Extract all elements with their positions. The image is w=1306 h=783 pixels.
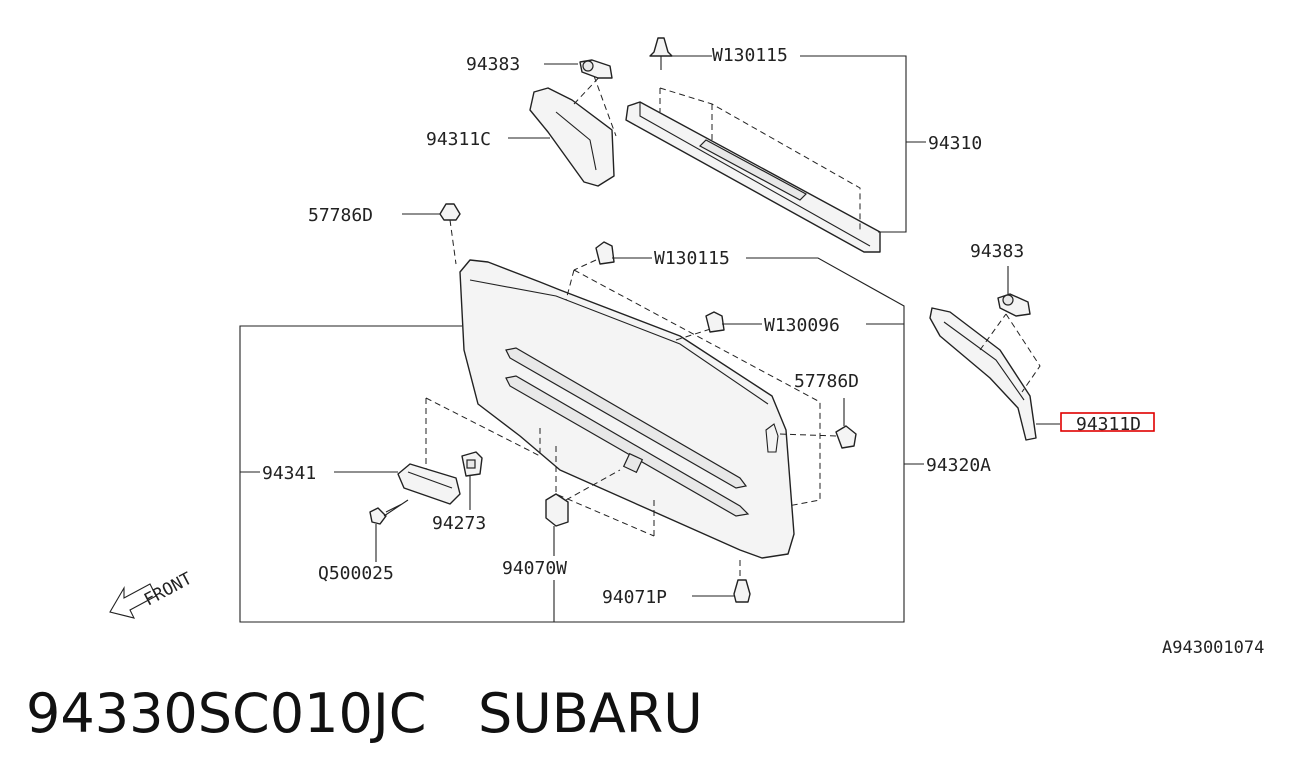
cap-94070W bbox=[545, 469, 621, 527]
clip-w130115-top bbox=[649, 37, 673, 70]
label-57786D-right: 57786D bbox=[794, 371, 859, 392]
diagram-code: A943001074 bbox=[1162, 638, 1264, 658]
label-57786D-left: 57786D bbox=[308, 205, 373, 226]
label-94341: 94341 bbox=[262, 463, 316, 484]
label-94311D[interactable]: 94311D bbox=[1076, 414, 1141, 435]
footer-caption: 94330SC010JC SUBARU bbox=[26, 682, 703, 745]
trim-piece-94311C bbox=[529, 71, 617, 187]
label-94273: 94273 bbox=[432, 513, 486, 534]
clip-w130115-mid bbox=[595, 241, 615, 265]
clip-94273 bbox=[461, 451, 483, 477]
label-94071P: 94071P bbox=[602, 587, 667, 608]
screw-Q500025 bbox=[369, 499, 409, 525]
trim-panel-94320A bbox=[425, 259, 837, 559]
label-94383-right: 94383 bbox=[970, 241, 1024, 262]
label-front: FRONT bbox=[141, 569, 196, 611]
handle-94341 bbox=[397, 463, 461, 505]
clip-57786D-right bbox=[835, 398, 857, 449]
label-w130096: W130096 bbox=[764, 315, 840, 336]
label-94311C: 94311C bbox=[426, 129, 491, 150]
label-94320A: 94320A bbox=[926, 455, 991, 476]
clip-94383-right bbox=[997, 266, 1031, 317]
label-94383-top: 94383 bbox=[466, 54, 520, 75]
highlight-box-94311D bbox=[1060, 412, 1155, 432]
label-94310: 94310 bbox=[928, 133, 982, 154]
label-w130115-top: W130115 bbox=[712, 45, 788, 66]
front-arrow bbox=[109, 583, 157, 619]
label-94070W: 94070W bbox=[502, 558, 567, 579]
trim-piece-94311D bbox=[929, 307, 1041, 441]
clip-57786D-left bbox=[439, 203, 461, 265]
part-number: 94330SC010JC bbox=[26, 682, 427, 745]
brand-name: SUBARU bbox=[477, 682, 703, 745]
label-w130115-mid: W130115 bbox=[654, 248, 730, 269]
label-Q500025: Q500025 bbox=[318, 563, 394, 584]
clip-94383-top bbox=[579, 59, 613, 79]
clip-94071P bbox=[733, 560, 751, 603]
trim-panel-94310 bbox=[625, 87, 881, 253]
clip-w130096 bbox=[705, 311, 725, 333]
